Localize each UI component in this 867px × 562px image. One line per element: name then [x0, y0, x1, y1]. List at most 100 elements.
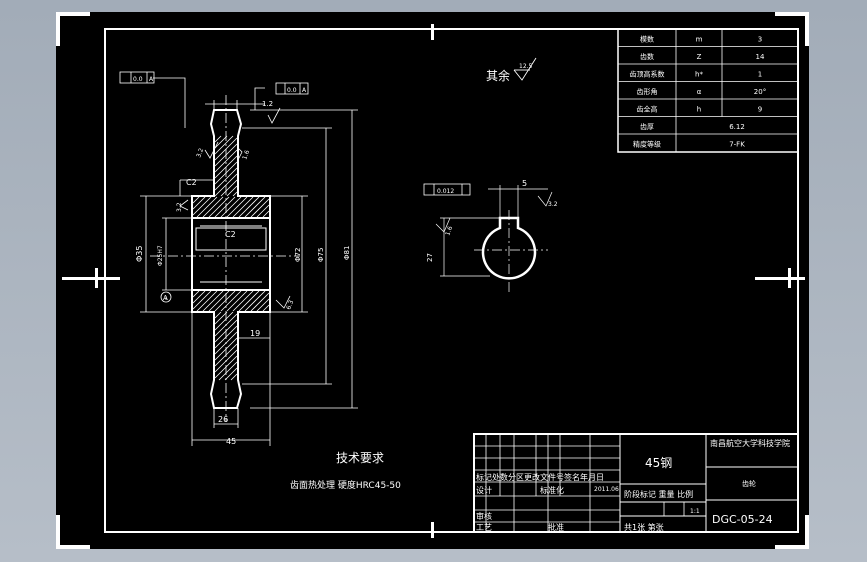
hatch-line [192, 290, 206, 304]
hatch-line [262, 304, 270, 312]
tb-process-label: 工艺 [476, 523, 492, 532]
hatch-line [256, 204, 270, 218]
hatch-line [214, 196, 236, 218]
hatch-line [232, 196, 254, 218]
hatch-line [250, 198, 270, 218]
hatch-line [244, 290, 266, 312]
datum-a-symbol: A [160, 291, 172, 303]
hatch-line [192, 196, 200, 204]
hatch-line [214, 135, 228, 149]
param-value: 3 [758, 36, 762, 44]
tb-approve-label: 批准 [548, 522, 564, 532]
rough-6: 3.2 [548, 201, 558, 208]
dim-keyway-h: 27 [426, 253, 434, 262]
hatch-line [214, 135, 222, 143]
param-symbol: Z [697, 53, 702, 61]
dim-pitch: Φ75 [317, 248, 325, 262]
hatch-line [214, 167, 238, 191]
hatch-line [196, 290, 218, 312]
chamfer-top: C2 [186, 178, 197, 187]
dim-tooth-tip: 1.2 [262, 100, 273, 108]
hatch-line [214, 311, 222, 319]
roughness-symbols [179, 107, 291, 309]
rough-5: 1.6 [444, 225, 454, 237]
section-hatch [192, 135, 270, 381]
hatch-line [202, 196, 224, 218]
tb-drawing-no: DGC-05-24 [712, 513, 773, 526]
hatch-line [226, 185, 238, 197]
rough-1: 3.2 [195, 147, 205, 159]
param-name: 精度等级 [633, 140, 661, 149]
hatch-line [224, 367, 238, 381]
gdt-2-tolerance: 0.0 [287, 87, 297, 94]
hatch-line [192, 196, 212, 216]
gdt-frame-2: 0.0 A [275, 82, 309, 95]
param-symbol: h [697, 106, 701, 114]
rough-default-label: 其余 [486, 68, 510, 83]
hatch-line [214, 311, 228, 325]
gdt-sym-tolerance: 0.012 [437, 188, 454, 195]
dim-hub-od: Φ35 [135, 246, 144, 262]
dim-tip: Φ81 [343, 246, 351, 260]
keyway-view [435, 185, 553, 292]
dim-keyway-w: 5 [522, 179, 527, 188]
param-value: 1 [758, 71, 762, 79]
hatch-line [202, 290, 224, 312]
hatch-line [262, 210, 270, 218]
param-value: 14 [756, 53, 765, 61]
dim-hub-fit: Φ25H7 [157, 245, 164, 266]
hatch-line [214, 290, 236, 312]
param-name: 齿厚 [640, 123, 654, 131]
tb-sheet-row: 共1张 第张 [624, 522, 664, 532]
dim-total-width: 45 [226, 437, 236, 446]
param-value: 7-FK [729, 141, 745, 149]
dim-hub-length: 19 [250, 329, 260, 338]
tb-header-row: 标记处数分区更改文件号签名年月日 [476, 472, 604, 482]
drawing-border [104, 28, 799, 533]
gdt-frame-1: 0.0 A [119, 71, 155, 84]
tb-material: 45钢 [645, 456, 672, 470]
chamfer-bore: C2 [225, 230, 236, 239]
hatch-line [214, 135, 234, 155]
tb-stage-row: 阶段标记 重量 比例 [624, 489, 693, 499]
param-name: 齿全高 [637, 105, 658, 114]
hatch-line [192, 196, 206, 210]
sheet-background [56, 12, 809, 549]
gdt-1-tolerance: 0.0 [133, 76, 143, 83]
param-name: 齿顶高系数 [630, 70, 665, 79]
hatch-line [230, 373, 238, 381]
hatch-line [238, 196, 260, 218]
tb-date: 2011.06 [594, 486, 619, 493]
hatch-line [220, 179, 238, 197]
hatch-line [226, 196, 248, 218]
datum-a-letter: A [163, 294, 168, 302]
hatch-line [192, 290, 212, 310]
param-symbol: h* [695, 71, 703, 79]
hatch-line [244, 196, 266, 218]
gdt-sym-frame: 0.012 [423, 183, 471, 196]
tb-design-label: 设计 [476, 485, 492, 495]
tech-title: 技术要求 [336, 451, 384, 465]
param-symbol: α [697, 88, 702, 96]
gdt-2-datum: A [302, 87, 307, 94]
rough-2: 1.6 [241, 149, 251, 161]
hatch-line [218, 361, 238, 381]
param-value: 9 [758, 106, 762, 114]
tb-scale: 1:1 [690, 508, 700, 515]
hatch-line [226, 290, 248, 312]
param-name: 齿数 [640, 52, 654, 61]
hatch-line [220, 196, 242, 218]
gdt-1-datum: A [149, 76, 154, 83]
tb-std-label: 标准化 [540, 485, 564, 495]
rough-default-symbol: 12.5 [513, 57, 537, 81]
dim-root: Φ72 [294, 248, 302, 262]
param-name: 模数 [640, 35, 654, 44]
hatch-line [238, 290, 260, 312]
hatch-line [208, 196, 230, 218]
hatch-line [232, 290, 254, 312]
hatch-line [250, 292, 270, 312]
title-block [473, 433, 799, 533]
